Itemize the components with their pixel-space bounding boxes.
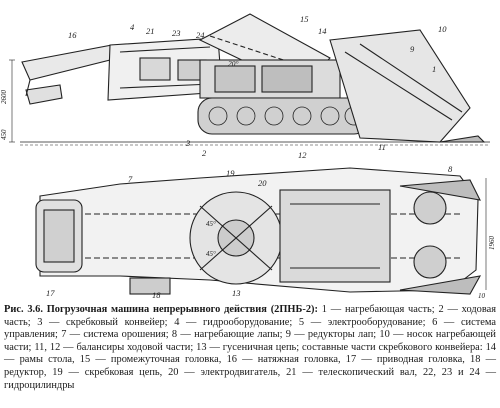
angle-b: 45° — [206, 250, 216, 258]
label-1: 1 — [432, 64, 436, 74]
label-13: 13 — [232, 288, 241, 298]
label-9: 9 — [410, 44, 415, 54]
angle-a: 45° — [206, 220, 216, 228]
angle-label: 20° — [228, 59, 239, 68]
label-10: 10 — [438, 24, 447, 34]
caption-title: Рис. 3.6. Погрузочная машина непрерывног… — [4, 304, 318, 315]
label-3: 3 — [185, 138, 190, 148]
page-mark: 10 — [478, 292, 486, 300]
label-15: 15 — [300, 14, 309, 24]
height-dimension: 2600 — [0, 90, 8, 105]
label-23: 23 — [172, 28, 181, 38]
width-dimension: 1960 — [488, 236, 496, 251]
figure-caption: Рис. 3.6. Погрузочная машина непрерывног… — [4, 304, 496, 392]
label-2: 2 — [202, 148, 207, 158]
label-7: 7 — [128, 174, 133, 184]
label-14: 14 — [318, 26, 327, 36]
label-24: 24 — [196, 30, 205, 40]
plan-view-drawing — [35, 167, 487, 295]
label-21: 21 — [146, 26, 155, 36]
label-11: 11 — [378, 142, 386, 152]
label-20: 20 — [258, 178, 267, 188]
label-16: 16 — [68, 30, 77, 40]
side-view-labels: 16 4 21 23 24 15 14 10 9 1 3 2 12 11 20°… — [0, 14, 447, 160]
label-17: 17 — [46, 288, 55, 298]
label-18: 18 — [152, 290, 161, 300]
label-19: 19 — [226, 168, 235, 178]
label-4: 4 — [130, 22, 135, 32]
label-8: 8 — [448, 164, 453, 174]
caption-body: 1 — нагребающая часть; 2 — ходовая часть… — [4, 304, 496, 391]
technical-drawing: 16 4 21 23 24 15 14 10 9 1 3 2 12 11 20°… — [0, 13, 496, 300]
base-dimension: 450 — [0, 129, 8, 140]
plan-view-labels: 7 19 20 8 18 13 17 45° 45° 1960 10 — [46, 164, 496, 300]
label-12: 12 — [298, 150, 307, 160]
side-view-drawing — [9, 13, 490, 146]
